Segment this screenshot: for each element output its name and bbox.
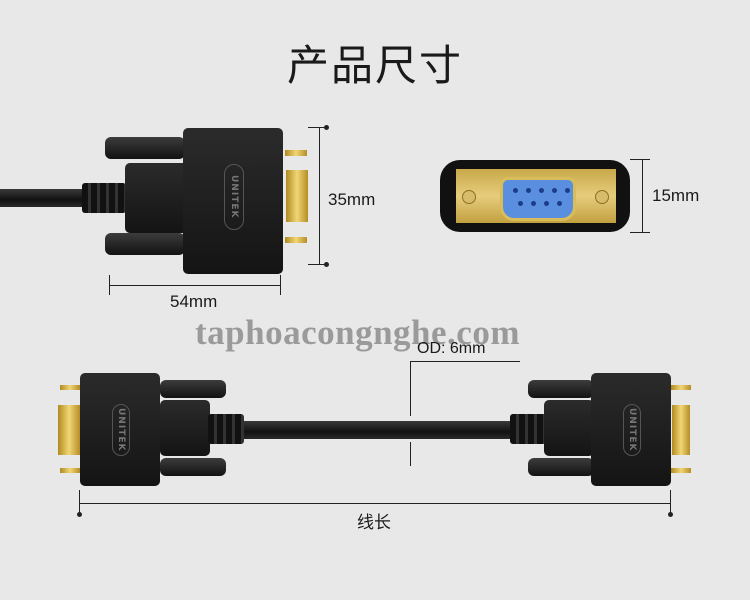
connector-shell: [160, 400, 210, 456]
callout-line: [410, 361, 520, 362]
gold-plug: [672, 405, 690, 455]
od-label: OD: 6mm: [417, 340, 486, 357]
screw-post-bottom: [671, 468, 691, 473]
page-title: 产品尺寸: [286, 41, 463, 90]
screw-post-top: [285, 150, 307, 156]
dim-line: [630, 159, 650, 160]
dim-line: [308, 264, 328, 265]
dim-line: [319, 127, 320, 265]
dim-line: [109, 285, 281, 286]
cable: [0, 189, 90, 207]
connector-housing: [591, 373, 671, 486]
db9-socket: [500, 177, 576, 221]
cable: [240, 421, 530, 439]
brand-logo: UNITEK: [224, 164, 244, 230]
thumbscrew-bottom: [105, 233, 185, 255]
connector-shell: [544, 400, 594, 456]
dim-line: [630, 232, 650, 233]
brand-logo: UNITEK: [112, 404, 130, 456]
dim-dot: [324, 125, 329, 130]
thumbscrew-top: [105, 137, 185, 159]
thumbscrew-top: [528, 380, 594, 398]
connector-face-view: [440, 160, 630, 232]
thumbscrew-bottom: [528, 458, 594, 476]
connector-housing: [183, 128, 283, 274]
dim-dot: [324, 262, 329, 267]
gold-plug: [286, 170, 308, 222]
dim-line: [642, 159, 643, 233]
screw-post-top: [671, 385, 691, 390]
dim-line: [79, 490, 80, 514]
thumbscrew-bottom: [160, 458, 226, 476]
dim-line: [670, 490, 671, 514]
mount-hole-left: [462, 190, 476, 204]
brand-logo: UNITEK: [623, 404, 641, 456]
dim-line: [308, 127, 328, 128]
thumbscrew-top: [160, 380, 226, 398]
mount-hole-right: [595, 190, 609, 204]
strain-relief: [208, 414, 244, 444]
height-label: 35mm: [328, 190, 376, 209]
gold-socket: [58, 405, 80, 455]
strain-relief: [510, 414, 546, 444]
face-height-label: 15mm: [652, 186, 700, 205]
strain-relief: [82, 183, 126, 213]
dim-line: [79, 503, 671, 504]
screw-post-top: [60, 385, 80, 390]
watermark: taphoacongnghe.com: [195, 313, 520, 352]
screw-post-bottom: [60, 468, 80, 473]
connector-housing: [80, 373, 160, 486]
callout-line: [410, 442, 411, 466]
connector-side-view: UNITEK: [0, 120, 330, 280]
length-label: 54mm: [170, 292, 218, 311]
dim-dot: [77, 512, 82, 517]
cable-length-label: 线长: [357, 513, 391, 532]
screw-post-bottom: [285, 237, 307, 243]
dim-dot: [668, 512, 673, 517]
callout-line: [410, 361, 411, 416]
